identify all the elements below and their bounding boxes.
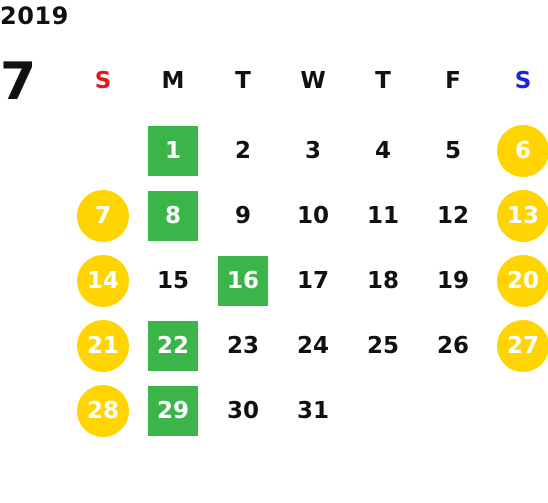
day-number: 25 bbox=[366, 332, 399, 359]
day-cell[interactable]: 1 bbox=[138, 118, 208, 183]
weekday-label-2: T bbox=[235, 68, 251, 94]
day-number: 1 bbox=[148, 125, 198, 176]
weekday-label-0: S bbox=[94, 68, 112, 94]
day-cell[interactable]: 23 bbox=[208, 313, 278, 378]
day-cell[interactable]: 25 bbox=[348, 313, 418, 378]
day-number: 20 bbox=[497, 254, 548, 307]
day-cell[interactable]: 14 bbox=[68, 248, 138, 313]
day-cell[interactable]: 27 bbox=[488, 313, 548, 378]
day-cell[interactable]: 24 bbox=[278, 313, 348, 378]
day-cell[interactable]: 10 bbox=[278, 183, 348, 248]
day-number: 29 bbox=[148, 385, 198, 436]
day-cell[interactable]: 6 bbox=[488, 118, 548, 183]
day-number: 14 bbox=[77, 254, 129, 307]
day-number: 17 bbox=[296, 267, 329, 294]
day-number: 28 bbox=[77, 384, 129, 437]
weekday-label-4: T bbox=[375, 68, 391, 94]
day-cell[interactable]: 11 bbox=[348, 183, 418, 248]
day-number: 24 bbox=[296, 332, 329, 359]
day-cell[interactable]: 3 bbox=[278, 118, 348, 183]
day-cell[interactable]: 4 bbox=[348, 118, 418, 183]
day-cell[interactable]: 5 bbox=[418, 118, 488, 183]
day-number: 2 bbox=[234, 137, 251, 164]
month-number: 7 bbox=[0, 52, 37, 112]
day-number: 7 bbox=[77, 189, 129, 242]
day-cell[interactable]: 28 bbox=[68, 378, 138, 443]
day-number: 26 bbox=[436, 332, 469, 359]
day-cell[interactable]: 17 bbox=[278, 248, 348, 313]
day-cell[interactable]: 31 bbox=[278, 378, 348, 443]
day-number: 8 bbox=[148, 190, 198, 241]
weekday-label-6: S bbox=[514, 68, 532, 94]
day-cell[interactable]: 15 bbox=[138, 248, 208, 313]
day-number: 13 bbox=[497, 189, 548, 242]
day-number: 27 bbox=[497, 319, 548, 372]
day-cell[interactable]: 7 bbox=[68, 183, 138, 248]
day-number: 5 bbox=[444, 137, 461, 164]
day-cell[interactable]: 13 bbox=[488, 183, 548, 248]
day-number: 12 bbox=[436, 202, 469, 229]
day-number: 21 bbox=[77, 319, 129, 372]
day-number: 18 bbox=[366, 267, 399, 294]
weekday-label-3: W bbox=[300, 68, 326, 94]
day-cell[interactable]: 30 bbox=[208, 378, 278, 443]
day-number: 19 bbox=[436, 267, 469, 294]
day-cell[interactable]: 8 bbox=[138, 183, 208, 248]
day-number: 16 bbox=[218, 255, 268, 306]
day-number: 30 bbox=[226, 397, 259, 424]
day-cell[interactable]: 12 bbox=[418, 183, 488, 248]
weekday-label-1: M bbox=[161, 68, 185, 94]
day-number: 6 bbox=[497, 124, 548, 177]
day-number: 10 bbox=[296, 202, 329, 229]
day-cell[interactable]: 19 bbox=[418, 248, 488, 313]
day-cell[interactable]: 22 bbox=[138, 313, 208, 378]
day-number: 9 bbox=[234, 202, 251, 229]
day-number: 23 bbox=[226, 332, 259, 359]
day-cell[interactable]: 20 bbox=[488, 248, 548, 313]
day-number: 3 bbox=[304, 137, 321, 164]
day-cell[interactable]: 16 bbox=[208, 248, 278, 313]
day-cell[interactable]: 18 bbox=[348, 248, 418, 313]
day-number: 4 bbox=[374, 137, 391, 164]
day-number: 22 bbox=[148, 320, 198, 371]
day-cell[interactable]: 29 bbox=[138, 378, 208, 443]
day-cell[interactable]: 21 bbox=[68, 313, 138, 378]
year-label: 2019 bbox=[0, 2, 69, 30]
day-number: 11 bbox=[366, 202, 399, 229]
weekday-label-5: F bbox=[445, 68, 461, 94]
day-number: 31 bbox=[296, 397, 329, 424]
day-cell[interactable]: 9 bbox=[208, 183, 278, 248]
day-cell[interactable]: 26 bbox=[418, 313, 488, 378]
day-cell[interactable]: 2 bbox=[208, 118, 278, 183]
day-number: 15 bbox=[156, 267, 189, 294]
